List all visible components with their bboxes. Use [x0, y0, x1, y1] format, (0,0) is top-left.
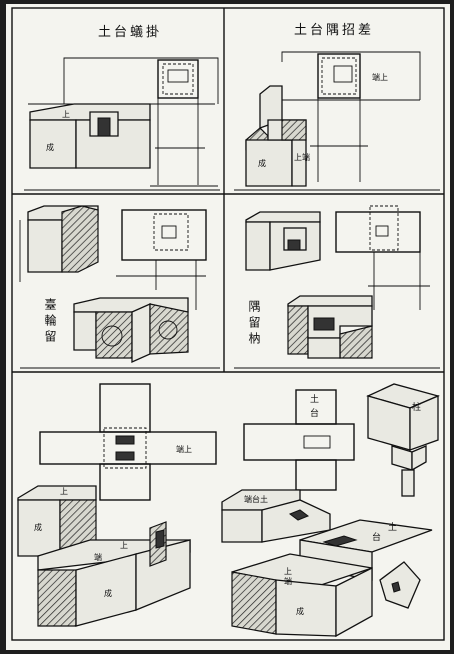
panel-5-plan-right: 土 台	[243, 389, 355, 491]
panel-3-title: 臺輪留	[43, 297, 57, 346]
panel-5-label-column: 柱	[412, 401, 421, 413]
panel-2-iso-block: 上端 成	[245, 85, 310, 187]
panel-5-label-iso2-b-mid: 台	[372, 531, 381, 543]
panel-4-plan-view	[335, 205, 430, 310]
panel-4: 隅留枘	[234, 205, 440, 369]
panel-5-label-iso1-b-side: 端	[94, 552, 102, 562]
panel-5-label-iso1-top: 上	[60, 487, 68, 496]
panel-2-label-plan: 端上	[372, 72, 388, 82]
panel-4-title: 隅留枘	[247, 300, 261, 348]
panel-5-label-iso1-front: 成	[34, 522, 42, 532]
panel-5-label-iso2-c-front: 成	[296, 606, 304, 616]
outer-frame	[11, 7, 445, 641]
panel-4-upper-iso	[245, 211, 321, 271]
panel-5: 端上 土 台 柱 上 成	[17, 383, 440, 638]
panel-5-label-iso2-b-top: 土	[388, 521, 397, 533]
panel-2: 土台隅招差 端上 上端 成	[234, 23, 440, 191]
panel-2-label-front: 成	[258, 158, 266, 168]
panel-5-label-plan-left: 端上	[176, 444, 192, 454]
panel-1-label-front: 成	[46, 142, 54, 152]
panel-2-title: 土台隅招差	[294, 23, 374, 38]
panel-5-label-iso1-b-front: 成	[104, 588, 112, 598]
panel-5-label-iso2-a: 端台土	[244, 494, 268, 504]
panel-1-iso-block: 上 成	[29, 103, 151, 169]
panel-5-label-iso1-b-top: 上	[120, 541, 128, 550]
panel-1-title: 土台蟻掛	[98, 24, 162, 40]
panel-3: 臺輪留	[19, 205, 220, 369]
panel-1: 土台蟻掛 上 成	[24, 24, 220, 191]
panel-5-iso-right: 端台土 土 台 上 端 成	[221, 489, 433, 638]
panel-3-plan-view	[116, 209, 207, 310]
panel-5-column-iso: 柱	[366, 383, 440, 497]
panel-5-iso-left: 上 成 上 端 成	[17, 485, 191, 627]
panel-5-label-plan-right-top: 土	[310, 393, 319, 405]
panel-2-label-side: 上端	[294, 152, 310, 162]
panel-2-plan-view: 端上	[281, 51, 421, 182]
panel-5-label-iso2-c-mid: 端	[284, 576, 292, 586]
panel-4-lower-iso	[287, 295, 373, 359]
panel-1-plan-view	[28, 57, 219, 187]
panel-3-upper-iso	[19, 205, 99, 282]
panel-5-label-plan-right-bottom: 台	[310, 407, 319, 419]
panel-3-lower-iso	[73, 297, 189, 364]
panel-1-label-top: 上	[62, 110, 70, 119]
panel-5-label-iso2-c-top: 上	[284, 567, 292, 576]
panel-5-plan-left: 端上	[39, 383, 217, 501]
